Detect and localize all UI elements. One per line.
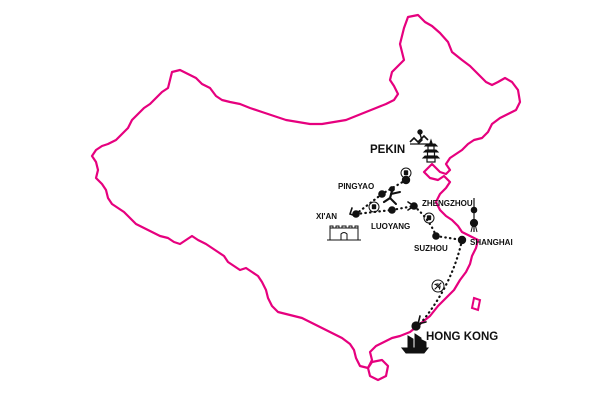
kungfu-warrior-icon: [382, 186, 401, 205]
stop-shanghai: [457, 235, 467, 245]
stop-xian: [352, 210, 360, 218]
label-zhengzhou: ZHENGZHOU: [422, 199, 473, 208]
train-icon: [423, 212, 435, 224]
china-border: [90, 13, 522, 370]
stop-zhengzhou: [410, 202, 418, 210]
label-xian: XI'AN: [316, 212, 337, 221]
route-shanghai-hongkong: [418, 238, 464, 326]
stop-suzhou: [432, 232, 440, 240]
label-pingyao: PINGYAO: [338, 182, 374, 191]
stop-pingyao: [378, 190, 386, 198]
label-suzhou: SUZHOU: [414, 244, 448, 253]
train-icon: [368, 201, 380, 213]
city-wall-gate-icon: [327, 225, 361, 241]
route-suzhou-shanghai: [434, 234, 464, 242]
coastal-islet: [470, 296, 482, 312]
stop-hongkong: [411, 321, 421, 331]
label-luoyang: LUOYANG: [371, 222, 410, 231]
junk-boat-icon: [400, 333, 430, 354]
route-zhengzhou-suzhou: [412, 204, 438, 238]
hainan-island: [366, 358, 390, 382]
label-shanghai: SHANGHAI: [470, 238, 513, 247]
oriental-pearl-tower-icon: [469, 198, 479, 233]
train-icon: [400, 167, 412, 179]
pagoda-icon: [421, 138, 441, 163]
label-hongkong: HONG KONG: [426, 331, 498, 343]
airplane-icon: [431, 279, 445, 293]
label-pekin: PEKIN: [370, 144, 405, 156]
great-wall-figure-icon: [409, 129, 430, 145]
route-pingyao-xian: [354, 192, 384, 216]
stop-luoyang: [388, 206, 396, 214]
